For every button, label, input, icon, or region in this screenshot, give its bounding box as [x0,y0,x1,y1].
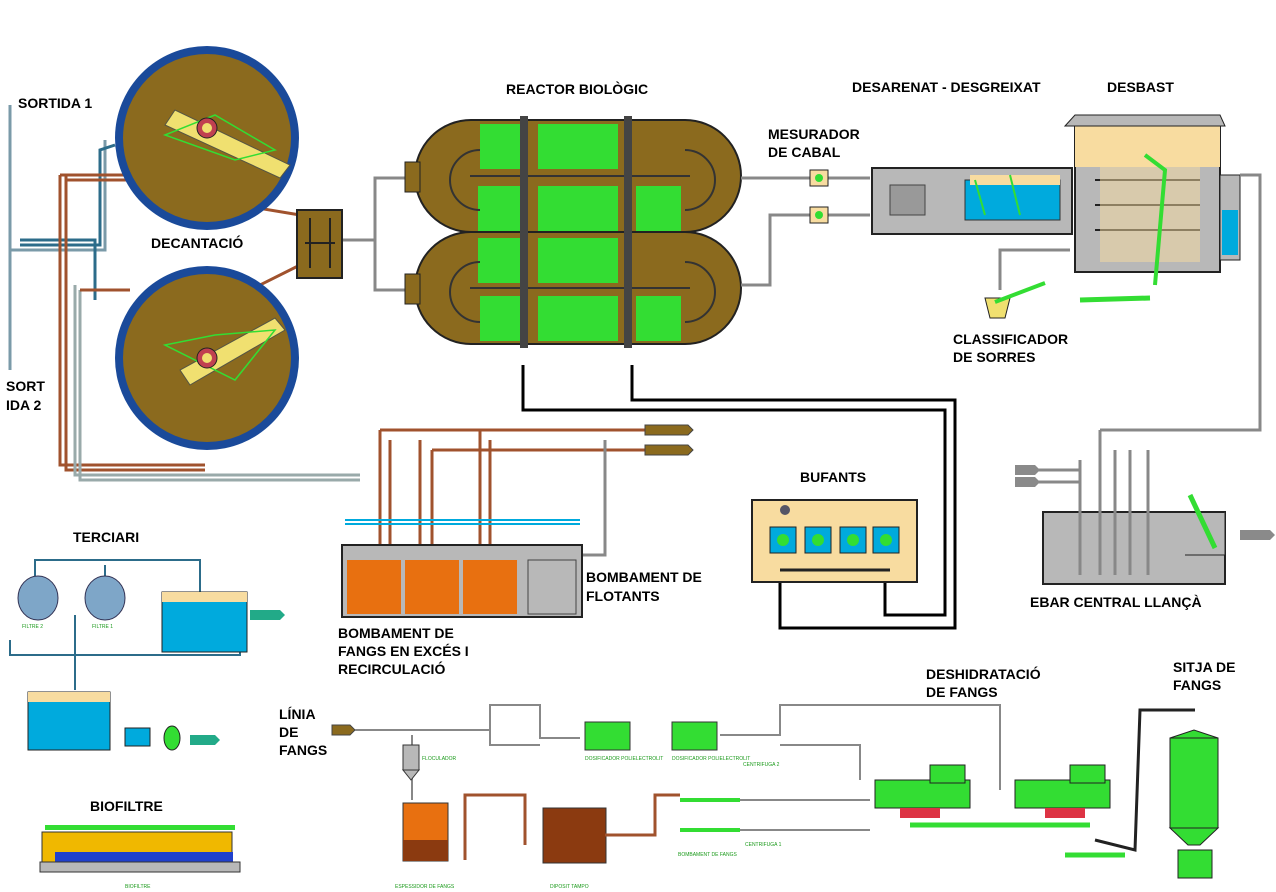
tertiary-treatment[interactable] [9,559,285,751]
label-deshidratacio-2: DE FANGS [926,684,998,700]
sludge-silo[interactable] [1168,729,1220,879]
label-sitja-2: FANGS [1173,677,1221,693]
label-classificador-1: CLASSIFICADOR [953,331,1068,347]
flow-meter-1[interactable] [809,169,829,187]
label-ebar: EBAR CENTRAL LLANÇÀ [1030,594,1202,610]
label-bombament-flotants-1: BOMBAMENT DE [586,569,702,585]
flow-meter-pipes [741,176,870,287]
centrifuge-1[interactable] [874,764,971,818]
label-sitja-1: SITJA DE [1173,659,1236,675]
label-linia-3: FANGS [279,742,327,758]
label-linia-1: LÍNIA [279,706,316,722]
decanter-1[interactable] [115,46,299,230]
decanter-2[interactable] [115,266,299,450]
equipment-tags: FILTRE 2 FILTRE 1 FLOCULADOR DOSIFICADOR… [22,624,782,890]
sludge-line[interactable] [331,704,1001,864]
biofilter[interactable] [39,825,241,873]
sludge-outlet-arrows [644,424,694,456]
label-desbast: DESBAST [1107,79,1174,95]
sand-classifier[interactable] [984,173,1262,432]
label-deshidratacio-1: DESHIDRATACIÓ [926,665,1041,682]
tag-dosif2: DOSIFICADOR POLIELECTROLIT [672,756,750,762]
tag-espessidor: ESPESSIDOR DE FANGS [395,884,455,890]
grit-grease-removal[interactable] [871,167,1073,235]
tag-diposit-tampo: DIPOSIT TAMPO [550,884,589,890]
label-bombament-fangs-2: FANGS EN EXCÉS I [338,643,469,659]
tag-floculador: FLOCULADOR [422,756,457,762]
bioreactor[interactable] [404,116,742,348]
process-labels: REACTOR BIOLÒGIC DESARENAT - DESGREIXAT … [6,79,1236,814]
tag-centrifuga2: CENTRIFUGA 2 [743,762,780,768]
label-desarenat: DESARENAT - DESGREIXAT [852,79,1041,95]
tag-filtre1: FILTRE 1 [92,624,113,630]
tag-dosif1: DOSIFICADOR POLIELECTROLIT [585,756,663,762]
label-terciari: TERCIARI [73,529,139,545]
blowers-panel[interactable] [751,499,918,583]
distribution-box[interactable] [296,209,343,279]
label-decantacio: DECANTACIÓ [151,234,243,251]
label-classificador-2: DE SORRES [953,349,1035,365]
label-reactor: REACTOR BIOLÒGIC [506,80,648,97]
tag-biofiltre: BIOFILTRE [125,884,151,890]
label-bombament-flotants-2: FLOTANTS [586,588,660,604]
flow-meter-2[interactable] [809,206,829,224]
air-lines [521,365,957,630]
label-mesurador-1: MESURADOR [768,126,860,142]
sludge-pumping-station[interactable] [341,519,583,618]
sludge-conveyor[interactable] [910,708,1195,858]
label-bufants: BUFANTS [800,469,866,485]
label-sortida2-1: SORT [6,378,45,394]
label-mesurador-2: DE CABAL [768,144,841,160]
label-biofiltre: BIOFILTRE [90,798,163,814]
label-bombament-fangs-1: BOMBAMENT DE [338,625,454,641]
screening-building[interactable] [1063,114,1241,286]
label-sortida1: SORTIDA 1 [18,95,92,111]
centrifuge-2[interactable] [1014,764,1111,818]
tag-centrifuga1: CENTRIFUGA 1 [745,842,782,848]
label-sortida2-2: IDA 2 [6,397,41,413]
label-linia-2: DE [279,724,298,740]
central-pumping-station[interactable] [1015,430,1275,585]
label-bombament-fangs-3: RECIRCULACIÓ [338,660,445,677]
tag-bombament-fangs: BOMBAMENT DE FANGS [678,852,737,858]
tag-filtre2: FILTRE 2 [22,624,43,630]
